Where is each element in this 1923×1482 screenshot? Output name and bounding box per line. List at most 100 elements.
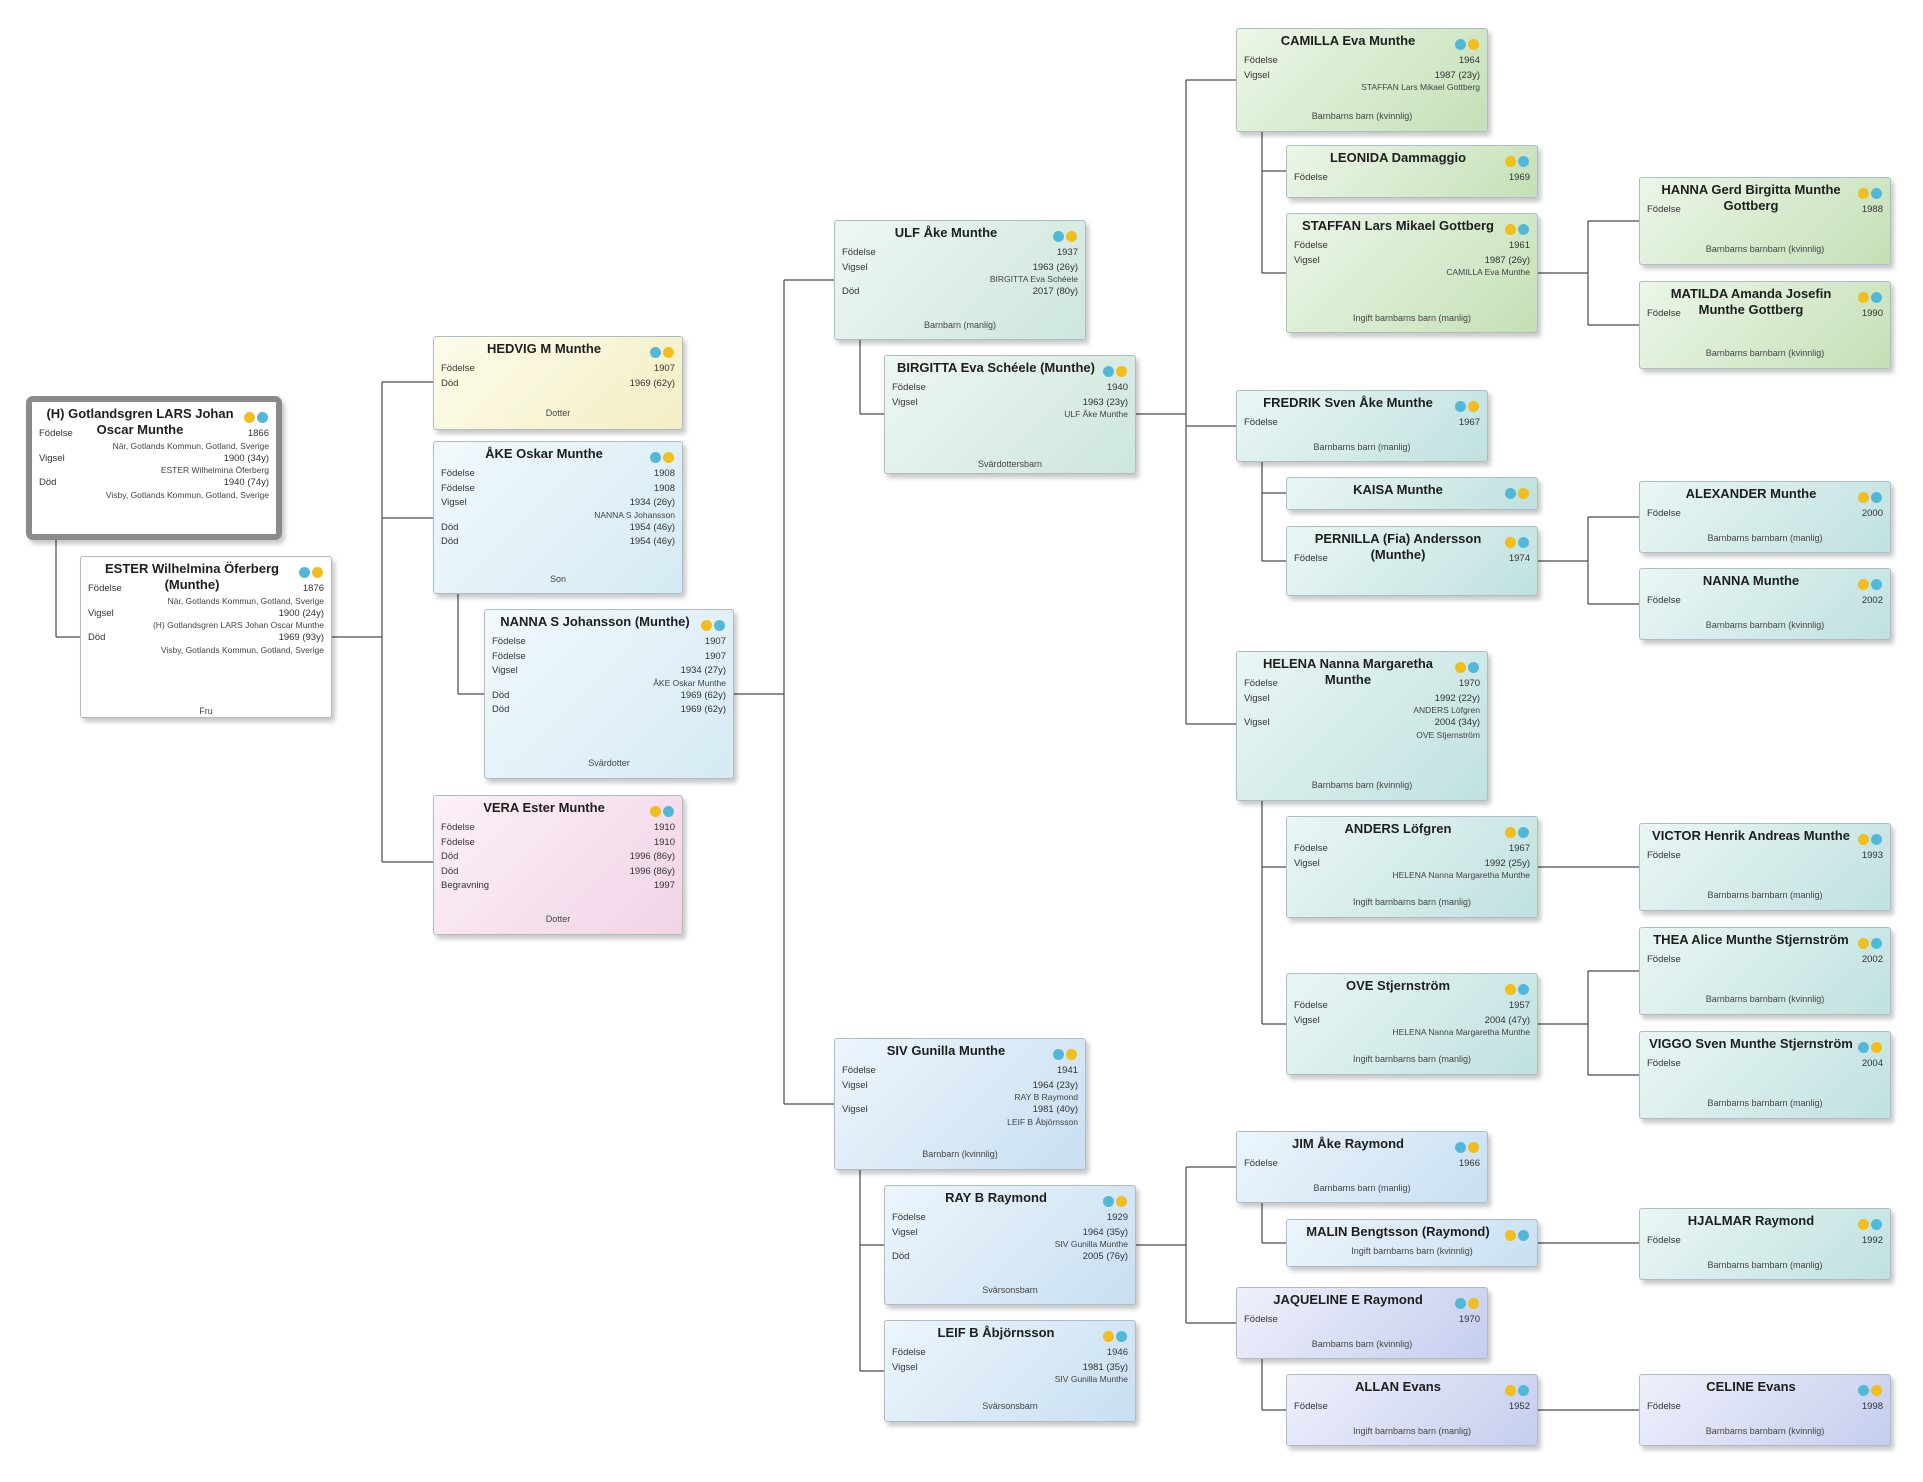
yellow-dot-icon xyxy=(244,412,255,423)
yellow-dot-icon xyxy=(1858,834,1869,845)
yellow-dot-icon xyxy=(1871,1042,1882,1053)
fact-value: 1946 xyxy=(1106,1347,1128,1358)
fact-label: Vigsel xyxy=(492,665,518,676)
relation-label: Ingift barnbarns barn (manlig) xyxy=(1352,1054,1472,1064)
fact-label: Vigsel xyxy=(842,1104,868,1115)
person-name: SIV Gunilla Munthe xyxy=(886,1043,1006,1058)
person-name: KAISA Munthe xyxy=(1353,482,1443,497)
fact-detail: STAFFAN Lars Mikael Gottberg xyxy=(1361,82,1480,92)
relation-label: Ingift barnbarns barn (kvinnlig) xyxy=(1351,1246,1473,1256)
relation-label: Svärsonsbarn xyxy=(982,1401,1038,1411)
fact-value: 1954 (46y) xyxy=(629,521,675,533)
status-indicators xyxy=(1051,1047,1077,1060)
fact-value: 1967 xyxy=(1508,843,1530,854)
fact-label: Vigsel xyxy=(892,396,918,408)
fact-label: Födelse xyxy=(892,1212,926,1223)
fact-value: 1961 xyxy=(1508,240,1530,251)
fact-detail: SIV Gunilla Munthe xyxy=(1054,1239,1128,1249)
fact-value: 1964 (23y) xyxy=(1032,1079,1078,1091)
fact-value: 1997 xyxy=(653,880,675,891)
blue-dot-icon xyxy=(714,620,725,631)
fact-label: Vigsel xyxy=(1244,692,1270,704)
status-indicators xyxy=(1856,290,1882,303)
yellow-dot-icon xyxy=(663,347,674,358)
fact-value: 1952 xyxy=(1508,1401,1530,1412)
fact-detail: RAY B Raymond xyxy=(1014,1092,1078,1102)
yellow-dot-icon xyxy=(1505,224,1516,235)
yellow-dot-icon xyxy=(1871,1385,1882,1396)
yellow-dot-icon xyxy=(1116,366,1127,377)
person-card-ester[interactable]: ESTER Wilhelmina Öferberg (Munthe)Födels… xyxy=(80,556,332,718)
person-card-malin[interactable]: MALIN Bengtsson (Raymond)Ingift barnbarn… xyxy=(1286,1219,1538,1267)
person-name: THEA Alice Munthe Stjernström xyxy=(1653,932,1849,947)
relation-label: Dotter xyxy=(545,408,571,418)
person-name: HELENA Nanna Margaretha Munthe xyxy=(1263,656,1433,687)
yellow-dot-icon xyxy=(701,620,712,631)
person-card-lars[interactable]: (H) Gotlandsgren LARS Johan Oscar Munthe… xyxy=(26,396,282,540)
person-name: LEONIDA Dammaggio xyxy=(1329,150,1467,165)
fact-label: Död xyxy=(441,536,459,547)
fact-label: Födelse xyxy=(1294,553,1328,564)
blue-dot-icon xyxy=(1871,579,1882,590)
fact-label: Födelse xyxy=(1244,1158,1278,1169)
relation-label: Barnbarns barnbarn (manlig) xyxy=(1707,1260,1823,1270)
person-card-kaisa[interactable]: KAISA Munthe xyxy=(1286,477,1538,510)
person-name: CAMILLA Eva Munthe xyxy=(1280,33,1416,48)
fact-label: Vigsel xyxy=(39,452,65,464)
relation-label: Barnbarns barnbarn (kvinnlig) xyxy=(1705,348,1825,358)
status-indicators xyxy=(242,410,268,423)
yellow-dot-icon xyxy=(1103,1331,1114,1342)
person-name: (H) Gotlandsgren LARS Johan Oscar Munthe xyxy=(46,406,234,437)
fact-label: Födelse xyxy=(1647,850,1681,861)
fact-value: 1900 (24y) xyxy=(278,607,324,619)
status-indicators xyxy=(297,565,323,578)
status-indicators xyxy=(1453,660,1479,673)
status-indicators xyxy=(1856,1217,1882,1230)
person-name: VIGGO Sven Munthe Stjernström xyxy=(1649,1036,1853,1051)
fact-value: 1907 xyxy=(704,650,726,662)
yellow-dot-icon xyxy=(1505,1385,1516,1396)
person-card-pernilla[interactable]: PERNILLA (Fia) Andersson (Munthe)Födelse… xyxy=(1286,526,1538,596)
relation-label: Ingift barnbarns barn (manlig) xyxy=(1352,1426,1472,1436)
relation-label: Barnbarns barn (manlig) xyxy=(1313,1183,1411,1193)
fact-detail-row: RAY B Raymond xyxy=(842,1091,1078,1103)
